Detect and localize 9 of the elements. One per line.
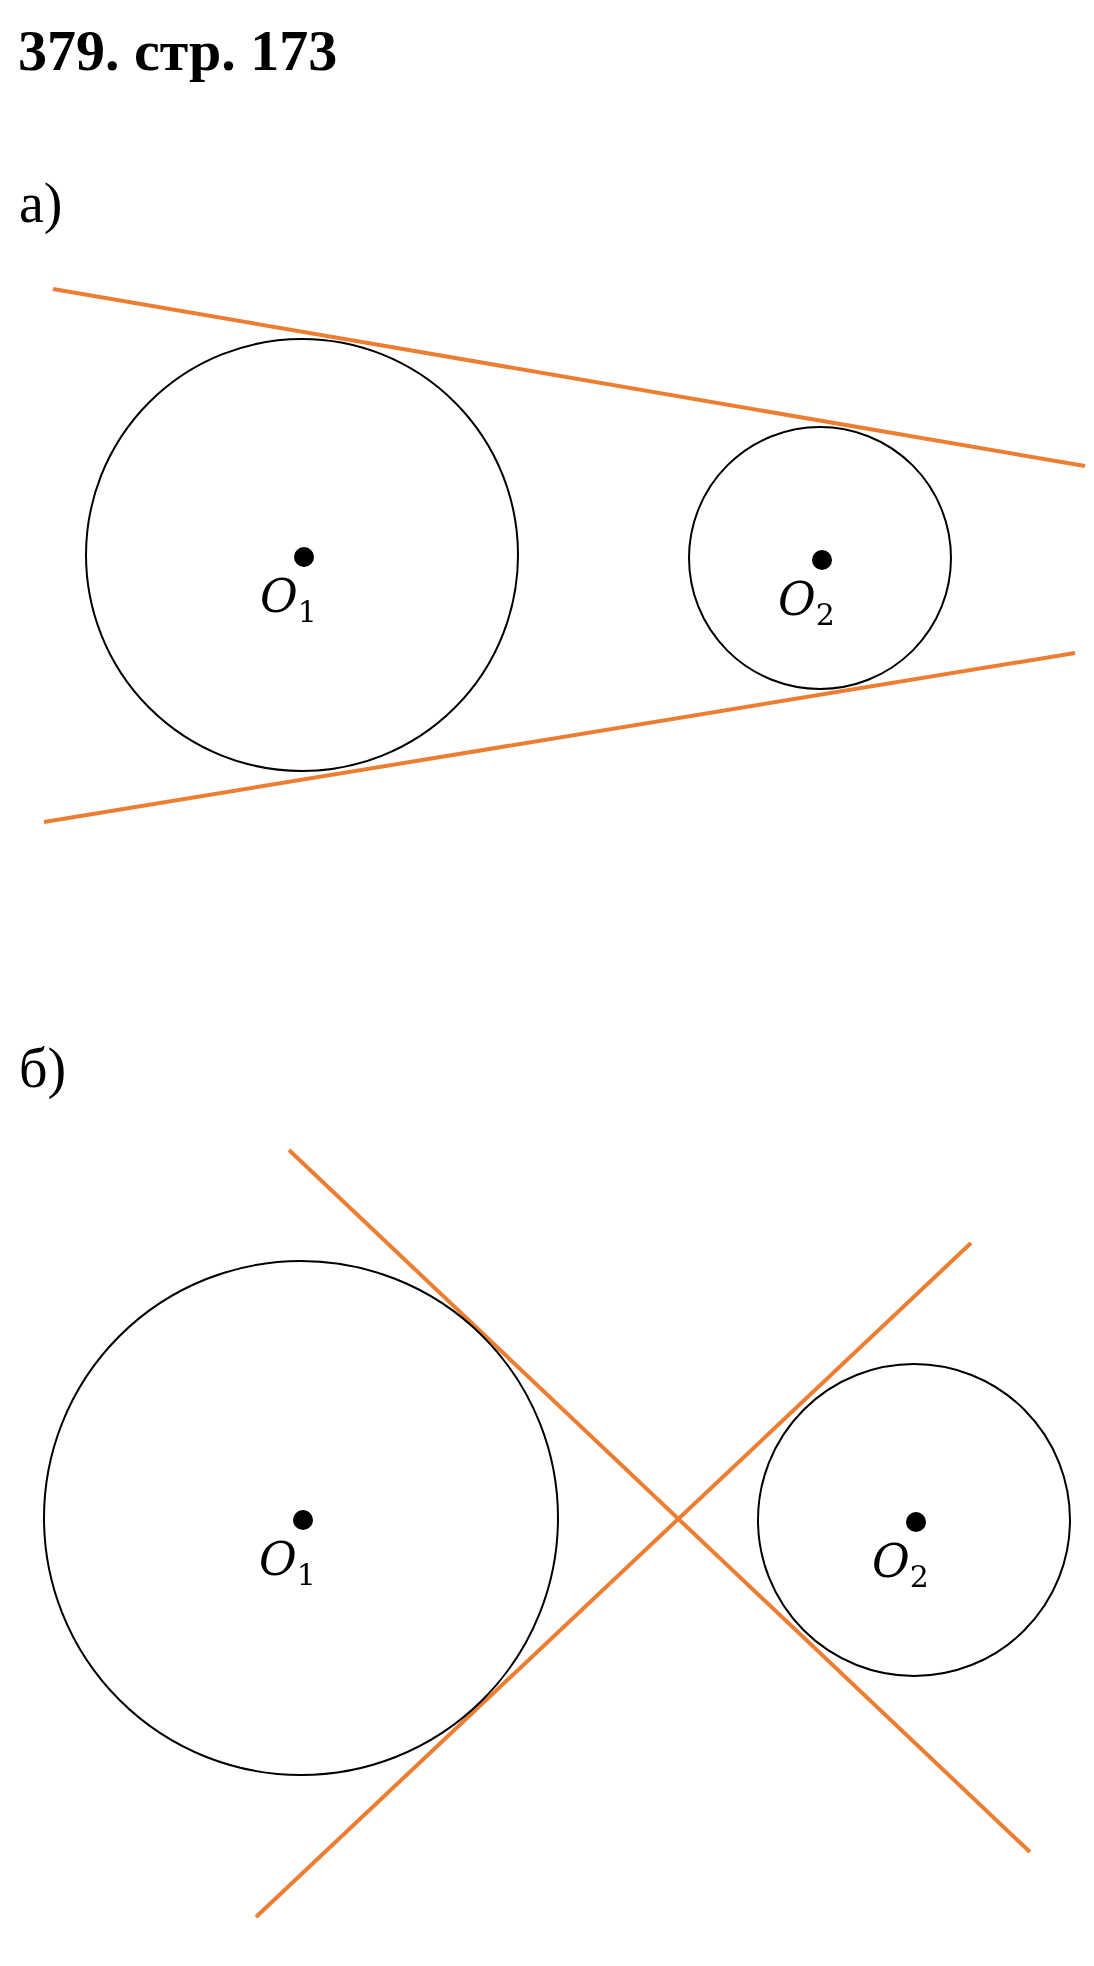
circle [688, 426, 952, 690]
circle [85, 338, 519, 772]
circle [43, 1260, 559, 1776]
circle [757, 1363, 1071, 1677]
point-label: O$_{1}$ [259, 1536, 316, 1591]
point-label: O$_{2}$ [872, 1538, 929, 1593]
title: 379. стр. 173 [18, 22, 338, 80]
point-label: O$_{1}$ [260, 573, 317, 628]
point-label: O$_{2}$ [778, 576, 835, 631]
